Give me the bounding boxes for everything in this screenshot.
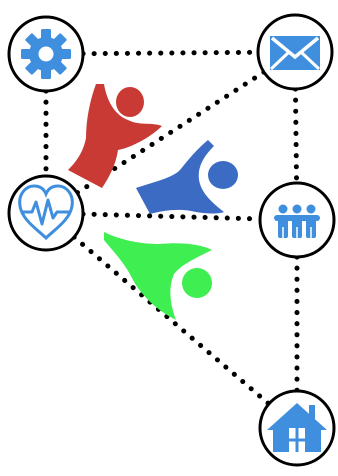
house-icon	[267, 403, 327, 452]
green-figure-body	[104, 232, 212, 320]
blue-figure-body	[136, 140, 224, 214]
blue-figure	[136, 140, 238, 214]
green-figure	[104, 232, 212, 320]
node-team[interactable]	[258, 181, 336, 259]
connection-lines	[43, 49, 300, 407]
link-health-team	[80, 211, 263, 222]
red-figure-head	[116, 87, 144, 117]
gear-icon	[21, 29, 71, 79]
node-mail[interactable]	[256, 13, 334, 91]
node-home[interactable]	[258, 389, 336, 467]
node-settings[interactable]	[7, 15, 85, 93]
link-mail-health	[74, 69, 267, 196]
red-figure-body	[68, 84, 162, 188]
link-health-home	[71, 234, 272, 407]
green-figure-head	[182, 268, 212, 298]
node-health[interactable]	[7, 174, 85, 252]
link-settings-mail	[80, 49, 261, 57]
heart-pulse-icon	[18, 184, 74, 241]
red-figure	[68, 84, 162, 188]
link-mail-team	[292, 86, 300, 186]
envelope-icon	[269, 36, 321, 71]
blue-figure-head	[208, 161, 238, 189]
people-icon	[274, 204, 320, 238]
